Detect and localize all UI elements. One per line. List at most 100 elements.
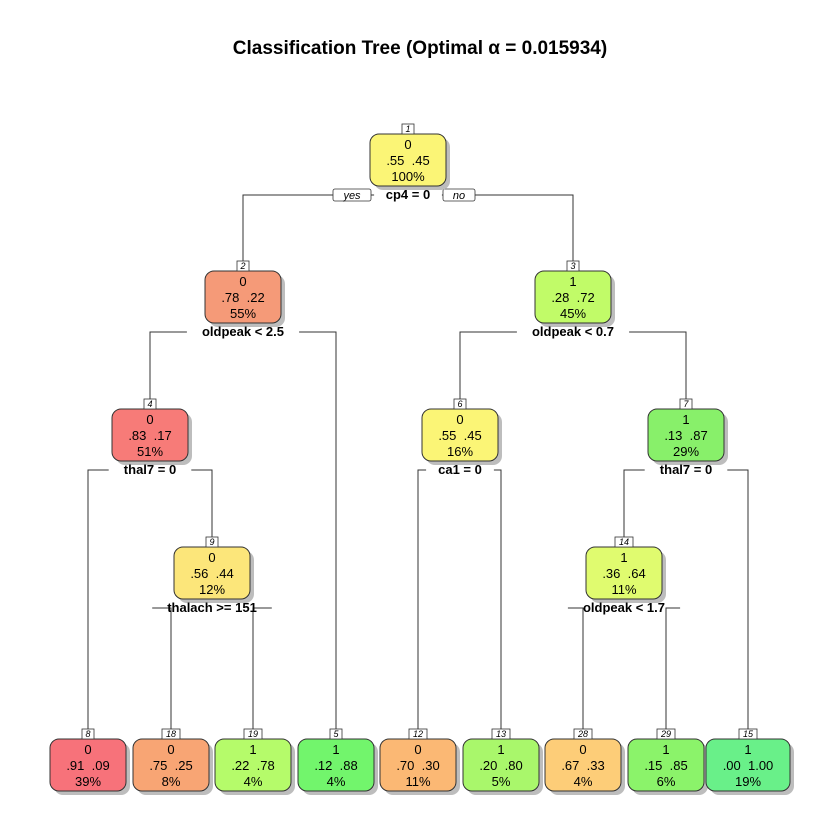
node-probs: .67 .33 — [561, 758, 604, 773]
node-index: 13 — [496, 729, 506, 739]
node-probs: .36 .64 — [602, 566, 645, 581]
edge-9-18 — [152, 607, 172, 729]
edge-4-9 — [191, 469, 213, 537]
node-split-rule: ca1 = 0 — [438, 462, 482, 477]
node-class: 0 — [84, 742, 91, 757]
node-class: 0 — [456, 412, 463, 427]
node-index-tag — [566, 260, 580, 272]
node-29: 29 1.15 .856% — [627, 728, 708, 795]
node-split-rule: oldpeak < 2.5 — [202, 324, 284, 339]
node-split-rule: thalach >= 151 — [167, 600, 257, 615]
node-probs: .15 .85 — [644, 758, 687, 773]
node-percent: 55% — [230, 306, 256, 321]
node-split-rule: thal7 = 0 — [124, 462, 176, 477]
edges — [87, 194, 749, 729]
edge-14-29 — [665, 607, 681, 729]
edge-9-19 — [252, 607, 272, 729]
node-probs: .22 .78 — [231, 758, 274, 773]
node-percent: 4% — [574, 774, 593, 789]
node-index: 29 — [660, 729, 671, 739]
edge-7-15 — [727, 469, 749, 729]
node-percent: 51% — [137, 444, 163, 459]
edge-1-2 — [242, 194, 375, 261]
edge-7-14 — [623, 469, 645, 537]
node-class: 1 — [249, 742, 256, 757]
node-index: 9 — [209, 537, 214, 547]
node-index: 7 — [683, 399, 689, 409]
node-28: 280.67 .334% — [544, 728, 625, 795]
node-probs: .75 .25 — [149, 758, 192, 773]
node-class: 1 — [662, 742, 669, 757]
node-index-tag — [491, 728, 511, 740]
node-index-tag — [205, 536, 219, 548]
branch-label-yes: yes — [332, 188, 372, 202]
node-split-rule: oldpeak < 0.7 — [532, 324, 614, 339]
edge-3-7 — [629, 331, 687, 399]
node-index-tag — [656, 728, 676, 740]
branch-yes-text: yes — [342, 190, 361, 202]
node-5: 51.12 .884% — [297, 728, 378, 795]
node-probs: .91 .09 — [66, 758, 109, 773]
node-split-rule: oldpeak < 1.7 — [583, 600, 665, 615]
node-index-tag — [679, 398, 693, 410]
node-class: 0 — [404, 137, 411, 152]
node-class: 0 — [239, 274, 246, 289]
node-class: 1 — [497, 742, 504, 757]
node-index: 18 — [166, 729, 176, 739]
node-index-tag — [573, 728, 593, 740]
node-percent: 5% — [492, 774, 511, 789]
node-percent: 39% — [75, 774, 101, 789]
node-index-tag — [143, 398, 157, 410]
node-percent: 6% — [657, 774, 676, 789]
node-class: 1 — [332, 742, 339, 757]
edge-2-5 — [299, 331, 337, 729]
node-18: 180.75 .258% — [132, 728, 213, 795]
node-index-tag — [408, 728, 428, 740]
node-percent: 12% — [199, 582, 225, 597]
node-split-rule: cp4 = 0 — [386, 187, 430, 202]
node-index: 2 — [239, 261, 245, 271]
node-probs: .20 .80 — [479, 758, 522, 773]
node-class: 0 — [208, 550, 215, 565]
node-index: 1 — [405, 124, 410, 134]
edge-4-8 — [87, 469, 109, 729]
node-percent: 4% — [244, 774, 263, 789]
node-probs: .83 .17 — [128, 428, 171, 443]
node-index: 5 — [333, 729, 339, 739]
node-index: 6 — [457, 399, 462, 409]
node-index: 19 — [248, 729, 258, 739]
node-percent: 19% — [735, 774, 761, 789]
node-percent: 100% — [391, 169, 425, 184]
node-percent: 45% — [560, 306, 586, 321]
node-index-tag — [453, 398, 467, 410]
node-probs: .70 .30 — [396, 758, 439, 773]
node-class: 1 — [682, 412, 689, 427]
node-index-tag — [738, 728, 758, 740]
node-probs: .13 .87 — [664, 428, 707, 443]
node-probs: .12 .88 — [314, 758, 357, 773]
node-index-tag — [614, 536, 634, 548]
node-class: 0 — [579, 742, 586, 757]
edge-3-6 — [459, 331, 517, 399]
node-probs: .00 1.00 — [723, 758, 774, 773]
edge-6-13 — [493, 469, 502, 729]
node-index: 12 — [413, 729, 423, 739]
node-probs: .55 .45 — [386, 153, 429, 168]
node-index: 14 — [619, 537, 629, 547]
node-probs: .56 .44 — [190, 566, 233, 581]
node-index-tag — [81, 728, 95, 740]
edge-6-12 — [417, 469, 427, 729]
node-split-rule: thal7 = 0 — [660, 462, 712, 477]
node-probs: .28 .72 — [551, 290, 594, 305]
node-percent: 8% — [162, 774, 181, 789]
edge-14-28 — [567, 607, 584, 729]
node-percent: 29% — [673, 444, 699, 459]
